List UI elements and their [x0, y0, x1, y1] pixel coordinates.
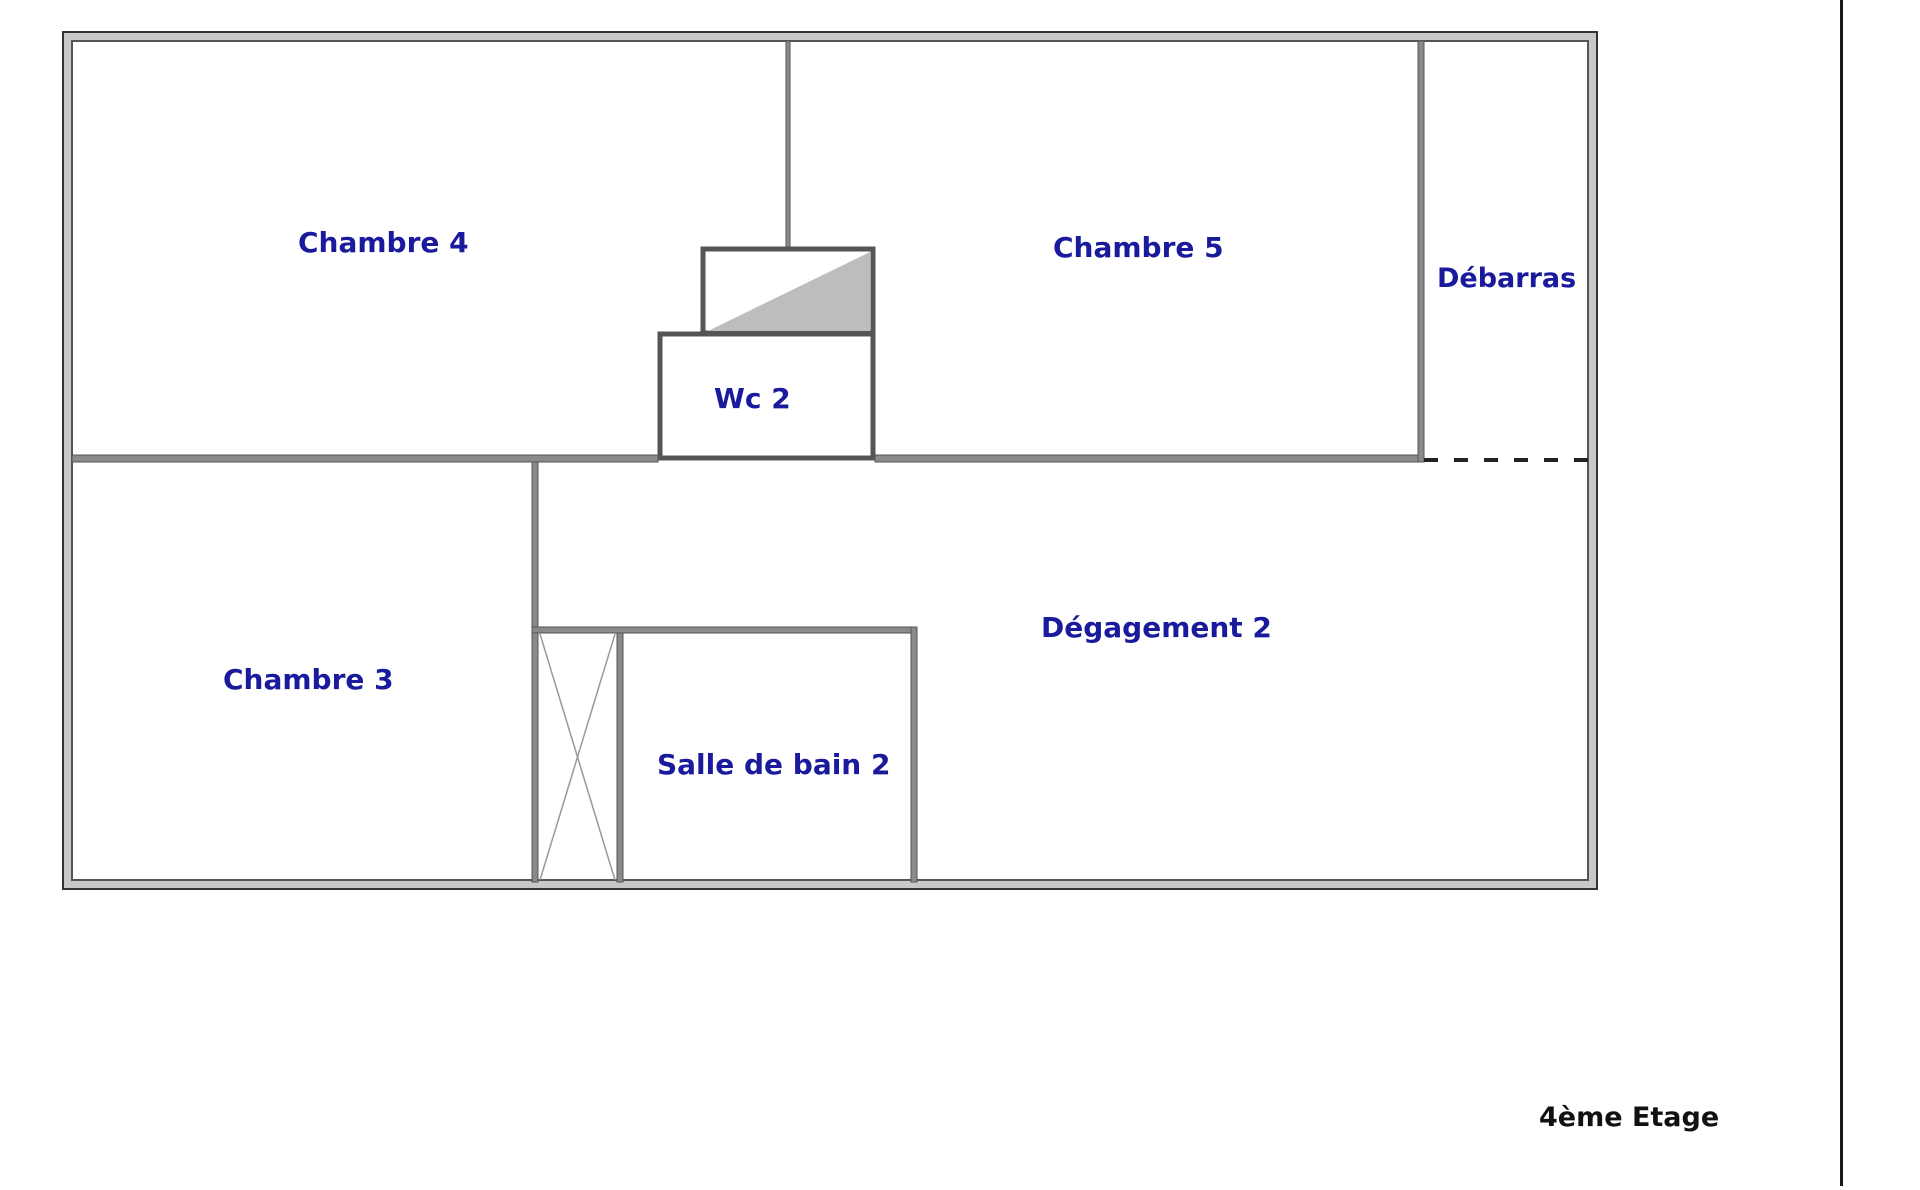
floor-label: 4ème Etage — [1539, 1102, 1720, 1133]
room-label-chambre-4: Chambre 4 — [298, 226, 469, 259]
stair-icon — [708, 252, 870, 331]
room-label-degagement-2: Dégagement 2 — [1041, 611, 1272, 644]
stair-box — [700, 246, 876, 336]
room-label-salle-de-bain-2: Salle de bain 2 — [657, 748, 891, 781]
wc-box — [657, 331, 876, 461]
room-label-debarras: Débarras — [1437, 263, 1577, 294]
shaft-cross-icon — [539, 633, 616, 881]
room-label-wc-2: Wc 2 — [714, 382, 791, 415]
room-label-chambre-3: Chambre 3 — [223, 663, 394, 696]
page-border-line — [1840, 0, 1843, 1186]
internal-walls — [71, 40, 1425, 883]
room-label-chambre-5: Chambre 5 — [1053, 231, 1224, 264]
